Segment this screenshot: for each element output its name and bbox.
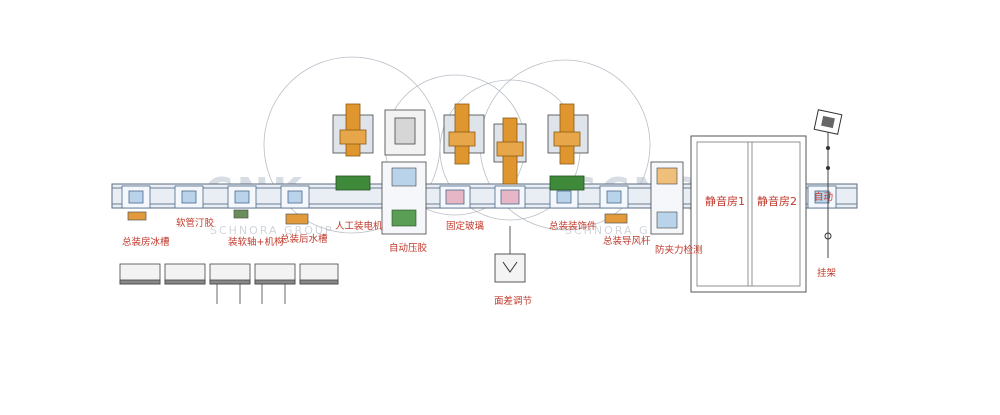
robot-cell-manual-motor: [332, 103, 374, 191]
label-quiet-room-1: 静音房1: [705, 194, 745, 208]
quiet-rooms: [690, 135, 807, 293]
label-hanger: 挂架: [817, 267, 837, 279]
label-clearance-adjust: 面差调节: [494, 295, 532, 307]
label-final-assembly: 总装装饰件: [549, 220, 597, 232]
label-quiet-room-2: 静音房2: [757, 194, 797, 208]
label-hose-fit: 装软轴+机构: [228, 236, 283, 248]
robot-cells: [332, 103, 589, 283]
lower-cabinets: [119, 263, 339, 304]
anti-pinch-station: [650, 161, 684, 235]
label-rear-tank: 总装后水槽: [280, 233, 328, 245]
robot-cell-auto-press: [381, 109, 427, 235]
label-glass-rinse: 总装房冰槽: [122, 236, 170, 248]
robot-cell-fix-glass: [443, 103, 485, 165]
hanger-tower: [813, 109, 843, 258]
label-guide-rail: 总装导风杆: [603, 235, 651, 247]
lower-fixtures: [127, 209, 628, 225]
label-autoline-tag: 自动: [814, 191, 833, 203]
label-hose-glue: 软管汀胶: [176, 217, 215, 229]
robot-cell-final-assembly: [547, 103, 589, 191]
label-auto-press: 自动压胶: [389, 242, 428, 254]
label-anti-pinch: 防夹力检测: [655, 244, 703, 256]
watermark-tagline: SCHNORA GROUP: [210, 224, 334, 237]
station-labels: 总装房冰槽 软管汀胶 装软轴+机构 总装后水槽 人工装电机 自动压胶 固定玻璃 …: [122, 191, 837, 307]
label-manual-motor: 人工装电机: [335, 220, 383, 232]
conveyor-pallets: [121, 185, 837, 209]
label-fix-glass: 固定玻璃: [446, 220, 484, 232]
robot-cell-clearance: [493, 117, 527, 283]
